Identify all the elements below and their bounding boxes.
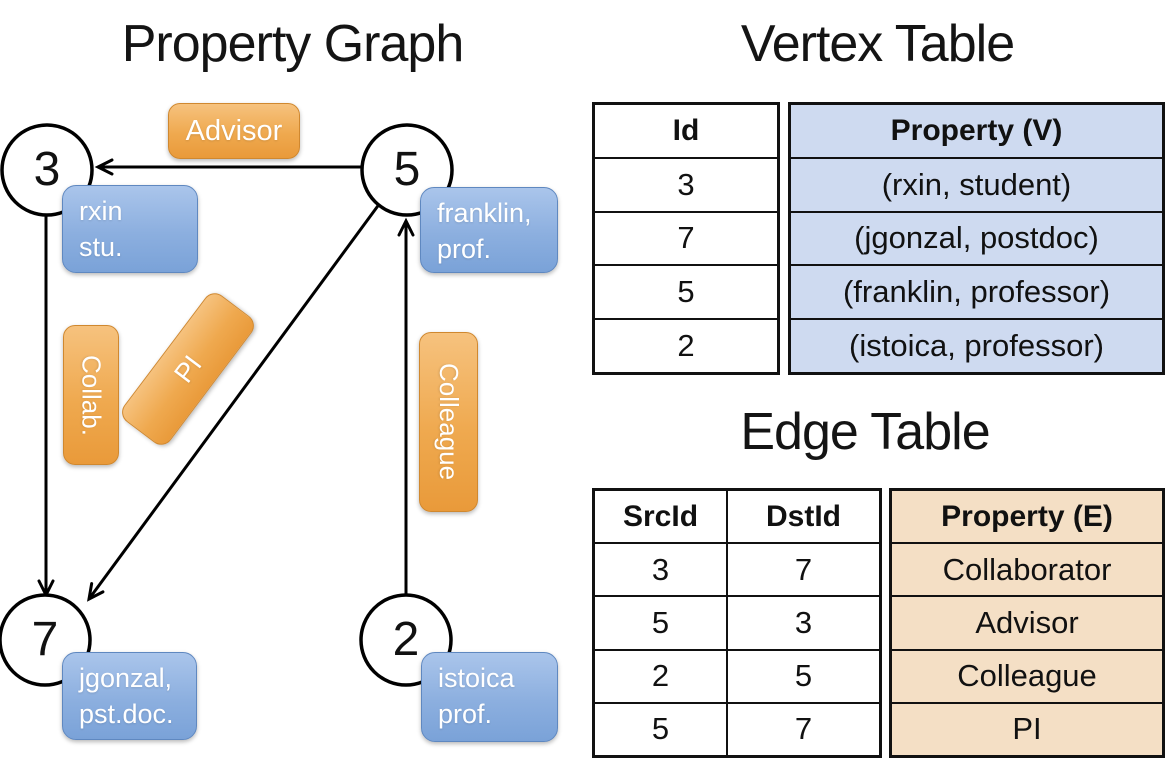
edge-table-property-column: Property (E) Collaborator Advisor Collea… <box>889 488 1165 758</box>
edge-table-title: Edge Table <box>740 403 990 461</box>
edge-table: SrcId 3 5 2 5 DstId 7 3 5 7 Property (E)… <box>592 488 1165 758</box>
node-id-5: 5 <box>393 143 421 196</box>
vertex-table-property-column: Property (V) (rxin, student) (jgonzal, p… <box>788 102 1165 375</box>
vertex-property-cell: (franklin, professor) <box>791 264 1162 318</box>
edge-table-header-property: Property (E) <box>941 499 1113 533</box>
vertex-property-box-7: jgonzal, pst.doc. <box>62 652 197 740</box>
vertex-property-box-5: franklin, prof. <box>420 187 558 273</box>
edge-src-cell: 3 <box>595 542 726 595</box>
edge-dst-cell: 3 <box>728 595 879 648</box>
edge-dst-cell: 5 <box>728 648 879 702</box>
vertex-id-cell: 3 <box>595 156 777 211</box>
vertex-table-id-column: Id 3 7 5 2 <box>592 102 780 375</box>
node-id-2: 2 <box>392 613 420 666</box>
edge-arrow-pi-5-to-7 <box>87 202 382 602</box>
edge-property-cell: PI <box>892 701 1162 755</box>
edge-table-header-srcid: SrcId <box>622 499 699 533</box>
edge-table-dstid-column: DstId 7 3 5 7 <box>726 491 879 755</box>
vertex-table-header-id: Id <box>672 113 700 147</box>
edge-label-collab: Collab. <box>63 325 119 465</box>
edge-src-cell: 2 <box>595 648 726 702</box>
edge-property-cell: Colleague <box>892 648 1162 702</box>
edge-table-srcid-column: SrcId 3 5 2 5 <box>595 491 726 755</box>
edge-src-cell: 5 <box>595 595 726 648</box>
edge-table-id-columns: SrcId 3 5 2 5 DstId 7 3 5 7 <box>592 488 882 758</box>
vertex-property-cell: (rxin, student) <box>791 156 1162 211</box>
edge-src-cell: 5 <box>595 701 726 755</box>
vertex-property-box-2: istoica prof. <box>421 652 558 742</box>
node-id-7: 7 <box>31 613 59 666</box>
node-id-3: 3 <box>33 143 61 196</box>
vertex-property-box-3: rxin stu. <box>62 185 198 273</box>
vertex-id-cell: 7 <box>595 210 777 265</box>
edge-label-colleague: Colleague <box>419 332 478 512</box>
vertex-table-header-property: Property (V) <box>890 113 1063 147</box>
vertex-table-title: Vertex Table <box>740 15 1015 73</box>
edge-property-cell: Advisor <box>892 595 1162 648</box>
edge-label-advisor: Advisor <box>168 103 300 159</box>
edge-dst-cell: 7 <box>728 542 879 595</box>
edge-property-cell: Collaborator <box>892 542 1162 595</box>
vertex-property-cell: (jgonzal, postdoc) <box>791 210 1162 265</box>
property-graph-title: Property Graph <box>121 15 465 73</box>
edge-table-header-dstid: DstId <box>766 499 841 533</box>
vertex-property-cell: (istoica, professor) <box>791 318 1162 372</box>
vertex-table: Id 3 7 5 2 Property (V) (rxin, student) … <box>592 102 1165 375</box>
vertex-id-cell: 2 <box>595 318 777 372</box>
edge-dst-cell: 7 <box>728 701 879 755</box>
vertex-id-cell: 5 <box>595 264 777 318</box>
